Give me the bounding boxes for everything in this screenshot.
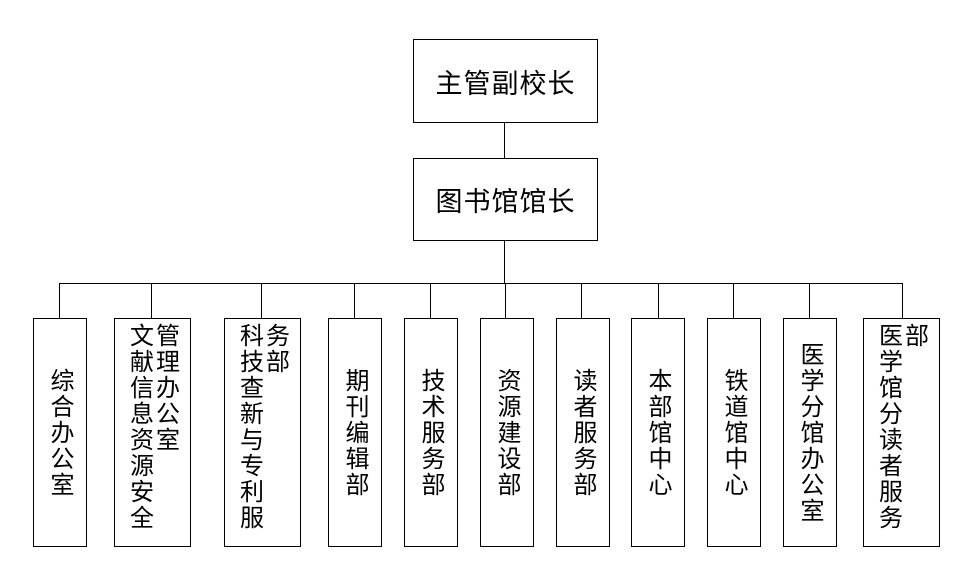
- dept-label: 资源建设部: [493, 367, 521, 498]
- dept-box-reader-service: 读者服务部: [556, 318, 610, 547]
- drop-line: [733, 283, 735, 318]
- dept-label: 文献信息资源安全管理办公室: [125, 323, 180, 531]
- drop-line: [581, 283, 583, 318]
- drop-line: [430, 283, 432, 318]
- dept-label: 医学分馆办公室: [796, 341, 824, 524]
- dept-box-journal-editorial: 期刊编辑部: [328, 318, 382, 547]
- dept-label: 读者服务部: [569, 367, 597, 498]
- dept-box-main-library-center: 本部馆中心: [631, 318, 685, 547]
- dept-label: 医学馆分读者服务部: [874, 323, 929, 531]
- library-director-label: 图书馆馆长: [435, 187, 576, 218]
- drop-line: [261, 283, 263, 318]
- vice-principal-label: 主管副校长: [435, 68, 576, 100]
- drop-line: [354, 283, 356, 318]
- dept-box-medical-branch-office: 医学分馆办公室: [783, 318, 837, 547]
- drop-line: [658, 283, 660, 318]
- drop-line: [505, 283, 507, 318]
- dept-box-info-security-office: 文献信息资源安全管理办公室: [114, 318, 191, 547]
- dept-box-technical-service: 技术服务部: [404, 318, 458, 547]
- vice-principal-box: 主管副校长: [413, 39, 598, 123]
- dept-box-general-office: 综合办公室: [33, 318, 87, 547]
- dept-label: 本部馆中心: [644, 367, 672, 498]
- dept-label: 综合办公室: [46, 367, 74, 498]
- drop-line: [902, 283, 904, 318]
- library-director-box: 图书馆馆长: [413, 158, 598, 241]
- dept-box-resource-building: 资源建设部: [480, 318, 534, 547]
- connector-director-bus: [504, 241, 506, 283]
- dept-label: 期刊编辑部: [341, 367, 369, 498]
- connector-vp-director: [504, 123, 506, 158]
- horizontal-bus: [59, 283, 903, 285]
- dept-box-novelty-patent: 科技查新与专利服务部: [224, 318, 301, 547]
- drop-line: [809, 283, 811, 318]
- dept-label: 技术服务部: [417, 367, 445, 498]
- dept-label: 科技查新与专利服务部: [235, 323, 290, 531]
- dept-box-medical-reader-service: 医学馆分读者服务部: [863, 318, 940, 547]
- drop-line: [151, 283, 153, 318]
- dept-box-railway-library-center: 铁道馆中心: [707, 318, 761, 547]
- dept-label: 铁道馆中心: [720, 367, 748, 498]
- drop-line: [59, 283, 61, 318]
